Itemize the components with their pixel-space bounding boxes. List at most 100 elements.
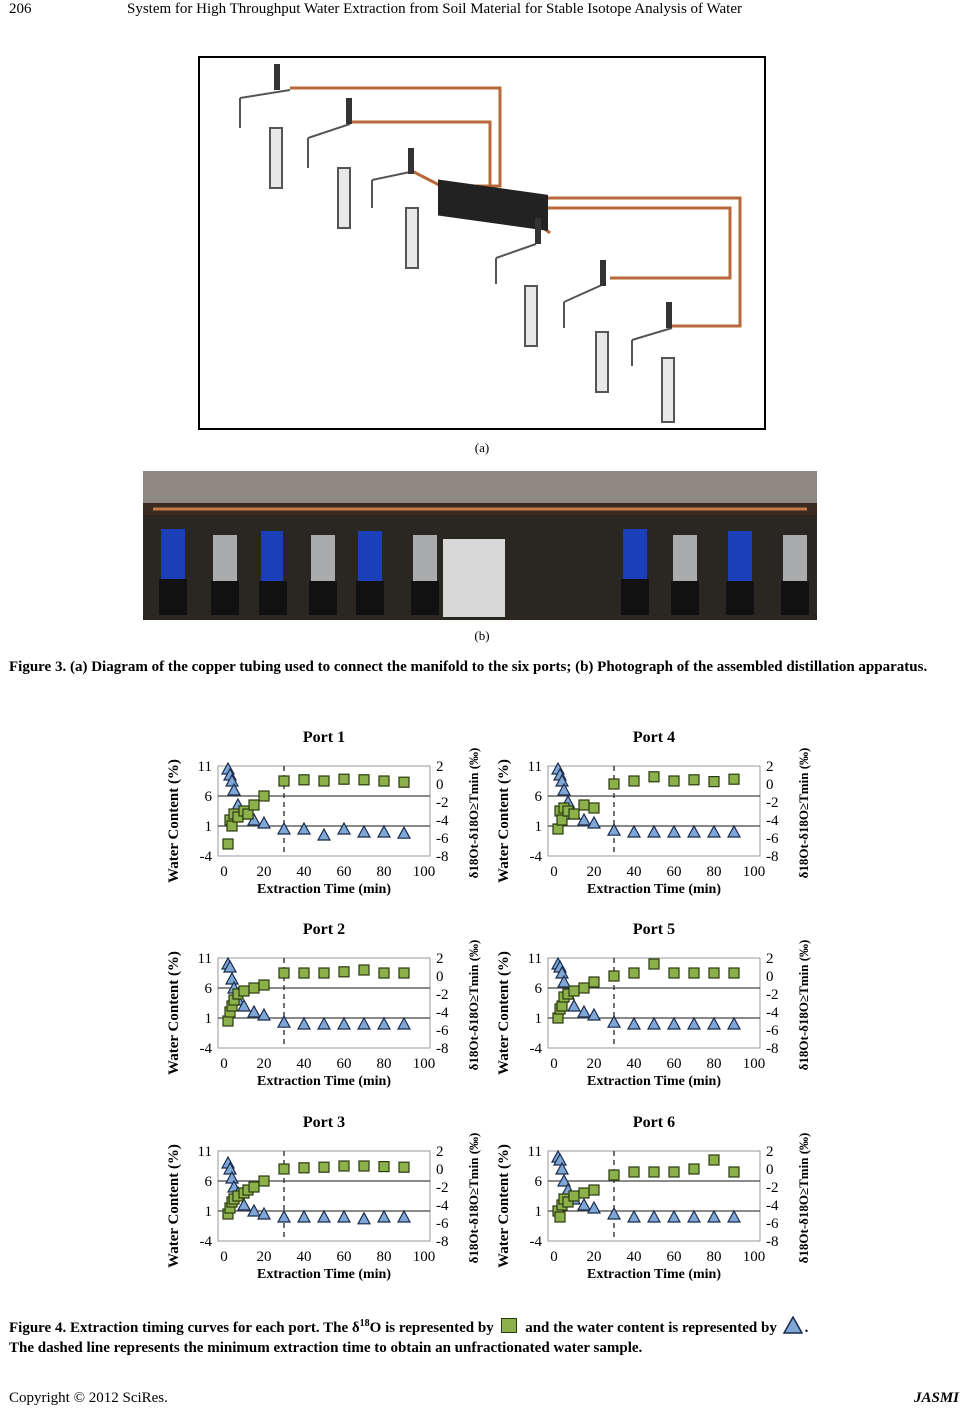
square-data-point	[668, 967, 680, 979]
square-data-point	[378, 967, 390, 979]
square-data-point	[358, 774, 370, 786]
y-tick-label: 6	[205, 789, 213, 805]
triangle-data-point	[222, 1161, 238, 1175]
triangle-data-point	[224, 1170, 240, 1184]
figure-3-caption: Figure 3. (a) Diagram of the copper tubi…	[9, 659, 928, 675]
y-tick-label: 11	[198, 951, 212, 967]
triangle-data-point	[646, 824, 662, 838]
y2-tick-label: -4	[766, 1005, 779, 1021]
y2-tick-label: -6	[436, 831, 449, 847]
square-data-point	[338, 773, 350, 785]
y-tick-label: 1	[205, 1204, 213, 1220]
figure-4-caption: Figure 4. Extraction timing curves for e…	[9, 1316, 964, 1358]
square-data-point	[608, 1169, 620, 1181]
y2-tick-label: -8	[766, 1234, 779, 1250]
triangle-data-point	[356, 1016, 372, 1030]
square-data-point	[318, 1161, 330, 1173]
triangle-data-point	[236, 998, 252, 1012]
x-axis-label: Extraction Time (min)	[587, 1074, 721, 1089]
x-tick-label: 60	[337, 1249, 352, 1265]
x-tick-label: 80	[377, 1056, 392, 1072]
square-data-point	[226, 820, 238, 832]
square-data-point	[556, 814, 568, 826]
triangle-data-point	[246, 1004, 262, 1018]
page-footer: Copyright © 2012 SciRes. JASMI	[9, 1390, 959, 1407]
triangle-data-point	[336, 1016, 352, 1030]
y-tick-label: 6	[205, 1174, 213, 1190]
triangle-data-point	[566, 998, 582, 1012]
square-data-point	[258, 790, 270, 802]
journal-abbrev: JASMI	[913, 1390, 959, 1406]
x-tick-label: 60	[667, 864, 682, 880]
square-data-point	[688, 967, 700, 979]
triangle-data-point	[646, 1016, 662, 1030]
y2-tick-label: 0	[436, 969, 444, 985]
y2-tick-label: 2	[766, 951, 774, 967]
x-axis-label: Extraction Time (min)	[587, 882, 721, 897]
square-data-point	[608, 778, 620, 790]
x-tick-label: 100	[413, 1056, 436, 1072]
y2-axis-label: δ18Ot-δ18O≥Tmin (‰)	[796, 1133, 811, 1264]
triangle-data-point	[686, 824, 702, 838]
triangle-data-point	[336, 821, 352, 835]
y2-tick-label: 0	[436, 1162, 444, 1178]
x-tick-label: 0	[550, 1249, 558, 1265]
y-tick-label: 1	[535, 819, 543, 835]
triangle-data-point	[554, 965, 570, 979]
triangle-data-point	[236, 1197, 252, 1211]
y-axis-label: Water Content (%)	[496, 1144, 512, 1268]
square-data-point	[588, 1184, 600, 1196]
triangle-data-point	[586, 815, 602, 829]
y2-tick-label: -8	[766, 849, 779, 865]
x-tick-label: 0	[550, 864, 558, 880]
x-tick-label: 40	[297, 864, 312, 880]
figure-3a-label: (a)	[474, 440, 490, 455]
triangle-data-point	[586, 1007, 602, 1021]
y-tick-label: -4	[530, 1041, 543, 1057]
y-tick-label: -4	[200, 849, 213, 865]
x-tick-label: 80	[377, 1249, 392, 1265]
square-data-point	[298, 774, 310, 786]
x-tick-label: 60	[667, 1056, 682, 1072]
x-tick-label: 40	[297, 1249, 312, 1265]
square-data-point	[398, 1161, 410, 1173]
y-tick-label: 6	[535, 981, 543, 997]
triangle-data-point	[256, 1206, 272, 1220]
square-data-point	[238, 985, 250, 997]
triangle-data-point	[296, 821, 312, 835]
y2-tick-label: -6	[436, 1023, 449, 1039]
square-data-point	[708, 967, 720, 979]
y-axis-label: Water Content (%)	[166, 759, 182, 883]
square-data-point	[708, 1154, 720, 1166]
triangle-data-point	[606, 822, 622, 836]
square-data-point	[648, 1166, 660, 1178]
triangle-data-point	[256, 815, 272, 829]
x-tick-label: 100	[743, 1249, 766, 1265]
y2-tick-label: -6	[766, 1023, 779, 1039]
triangle-data-point	[224, 971, 240, 985]
triangle-data-point	[706, 824, 722, 838]
y2-axis-label: δ18Ot-δ18O≥Tmin (‰)	[466, 940, 481, 1071]
page-header: 206 System for High Throughput Water Ext…	[9, 0, 959, 22]
chart-title: Port 6	[633, 1114, 675, 1131]
triangle-data-point	[576, 812, 592, 826]
triangle-data-point	[726, 824, 742, 838]
square-data-point	[554, 1211, 566, 1223]
square-data-point	[242, 808, 254, 820]
square-data-point	[648, 958, 660, 970]
square-data-point	[278, 775, 290, 787]
triangle-data-point	[256, 1007, 272, 1021]
square-data-point	[588, 976, 600, 988]
triangle-data-point	[396, 825, 412, 839]
x-tick-label: 0	[550, 1056, 558, 1072]
square-data-point	[358, 1160, 370, 1172]
triangle-data-point	[706, 1209, 722, 1223]
y2-axis-label: δ18Ot-δ18O≥Tmin (‰)	[796, 748, 811, 879]
square-data-point	[338, 966, 350, 978]
x-tick-label: 0	[220, 1056, 228, 1072]
y2-tick-label: -4	[766, 813, 779, 829]
